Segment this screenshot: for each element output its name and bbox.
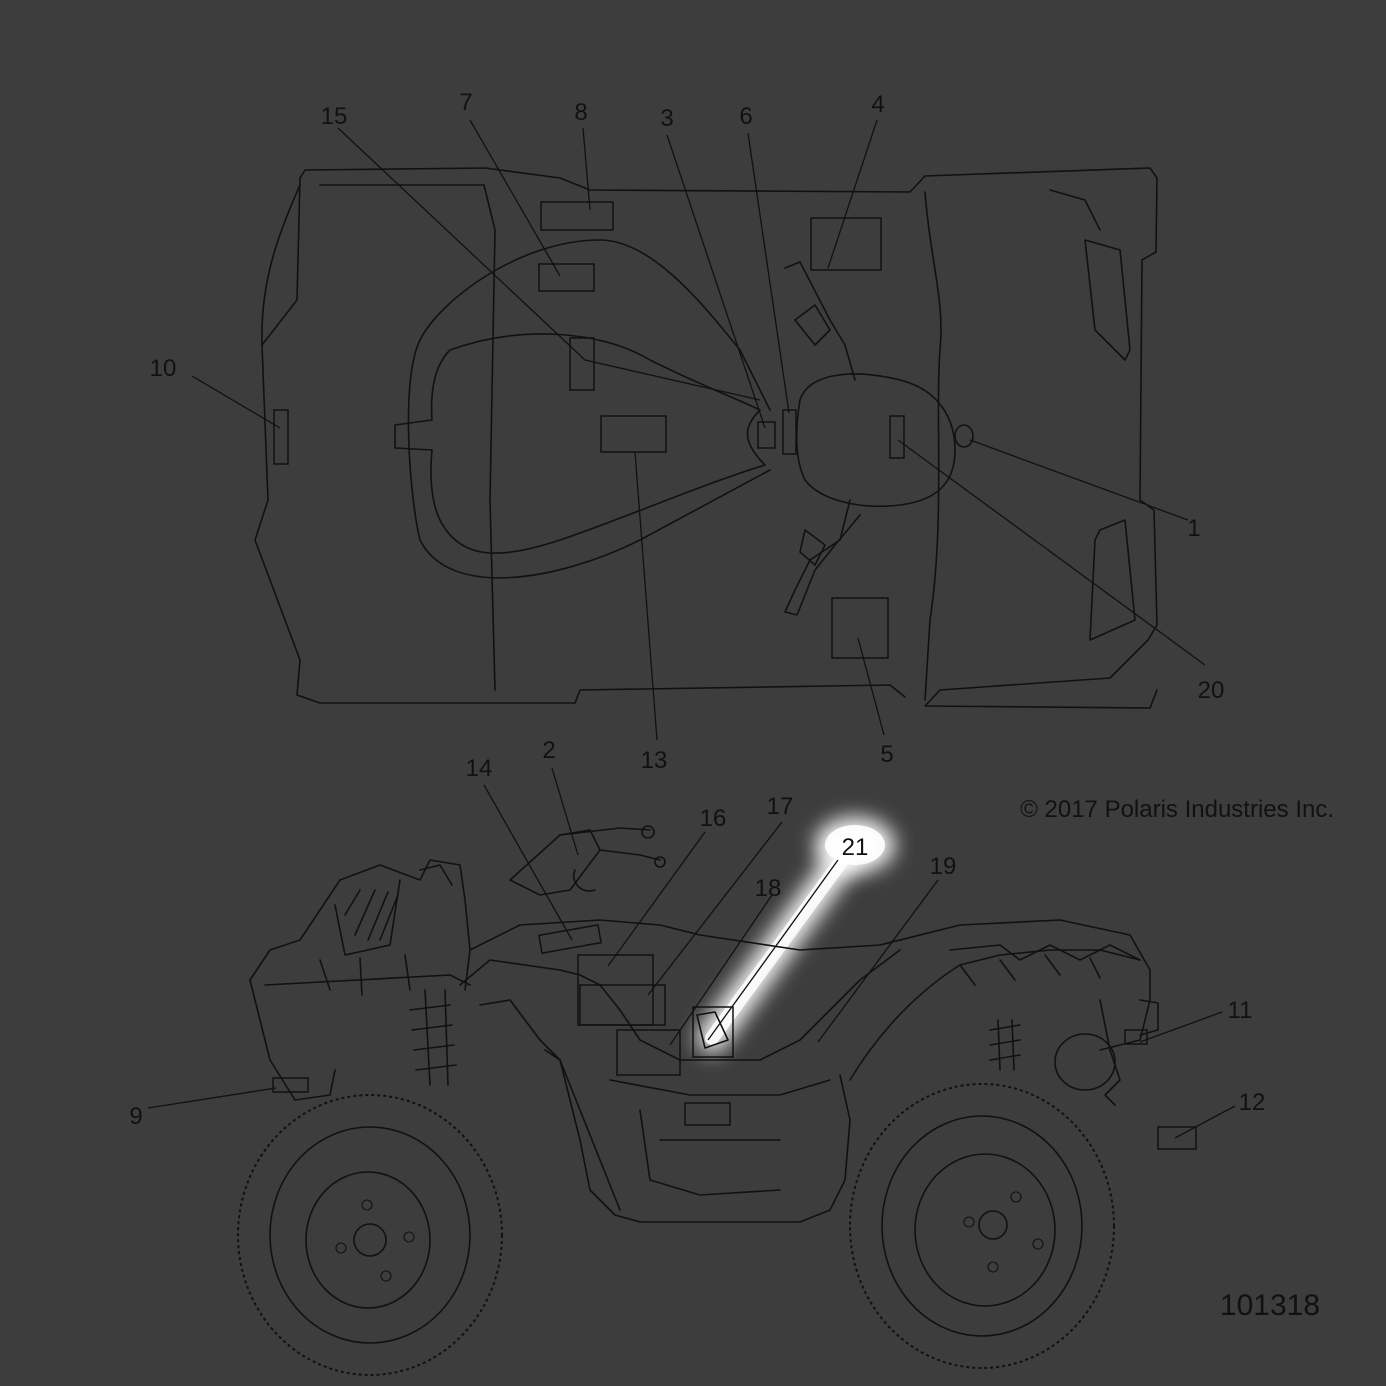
decal-18-side [616,1029,681,1076]
leader-13 [634,451,658,741]
callout-17: 17 [767,793,794,820]
decal-13-top [600,415,667,453]
decal-3-top [757,421,776,449]
leader-5 [857,637,885,736]
leader-6 [747,132,790,414]
callout-labels: 1 2 3 4 5 6 7 8 9 10 11 12 13 14 15 16 1… [129,89,1265,1130]
callout-14: 14 [466,755,493,782]
callout-10: 10 [150,355,177,382]
decal-5-top [831,597,889,659]
leader-11 [1139,1011,1223,1043]
leader-20 [897,439,1206,666]
leader-19 [817,879,939,1043]
decal-12 [1157,1126,1197,1150]
callout-5: 5 [880,741,893,768]
callout-12: 12 [1239,1089,1266,1116]
decal-9-side [272,1077,309,1093]
decal-10-top [273,409,289,465]
callout-9: 9 [129,1103,142,1130]
leader-10 [191,375,281,429]
leader-21 [707,859,839,1041]
decal-21-side [692,1006,734,1058]
callout-6: 6 [739,103,752,130]
callout-1: 1 [1187,515,1200,542]
leader-1 [969,439,1189,521]
callout-8: 8 [574,99,587,126]
decal-11-side [1124,1029,1148,1045]
leader-7 [469,119,561,277]
leader-17 [647,821,783,996]
decal-15-top [569,337,595,391]
callout-3: 3 [660,105,673,132]
callout-2: 2 [542,737,555,764]
leader-15 [337,127,761,401]
decal-14-side [538,924,602,954]
decal-17-side [579,984,666,1026]
callout-4: 4 [871,91,884,118]
callout-20: 20 [1198,677,1225,704]
decal-4-top [810,217,882,271]
leader-18 [669,894,773,1046]
leader-16 [607,831,706,967]
decal-20-top [889,415,905,459]
decal-16-side [577,954,654,1026]
leader-9 [147,1087,277,1109]
callout-16: 16 [700,805,727,832]
copyright-text: © 2017 Polaris Industries Inc. [1020,796,1334,823]
decal-lower-side [684,1102,731,1126]
leader-lines [147,119,1236,1139]
decal-7-top [538,263,595,292]
callout-21: 21 [842,834,869,861]
side-view-atv [237,825,1197,1376]
decal-8-top [540,201,614,231]
top-view-atv [254,167,1158,709]
callout-13: 13 [641,747,668,774]
callout-19: 19 [930,853,957,880]
callout-11: 11 [1228,997,1253,1024]
leader-3 [666,134,766,429]
part-number: 101318 [1220,1289,1320,1322]
callout-15: 15 [321,103,348,130]
leader-14 [483,784,573,941]
leader-8 [582,127,591,211]
leader-2 [551,767,579,856]
leader-4 [827,119,878,269]
callout-7: 7 [459,89,472,116]
leader-12 [1174,1105,1236,1139]
callout-18: 18 [755,875,782,902]
decal-6-top [782,409,797,455]
